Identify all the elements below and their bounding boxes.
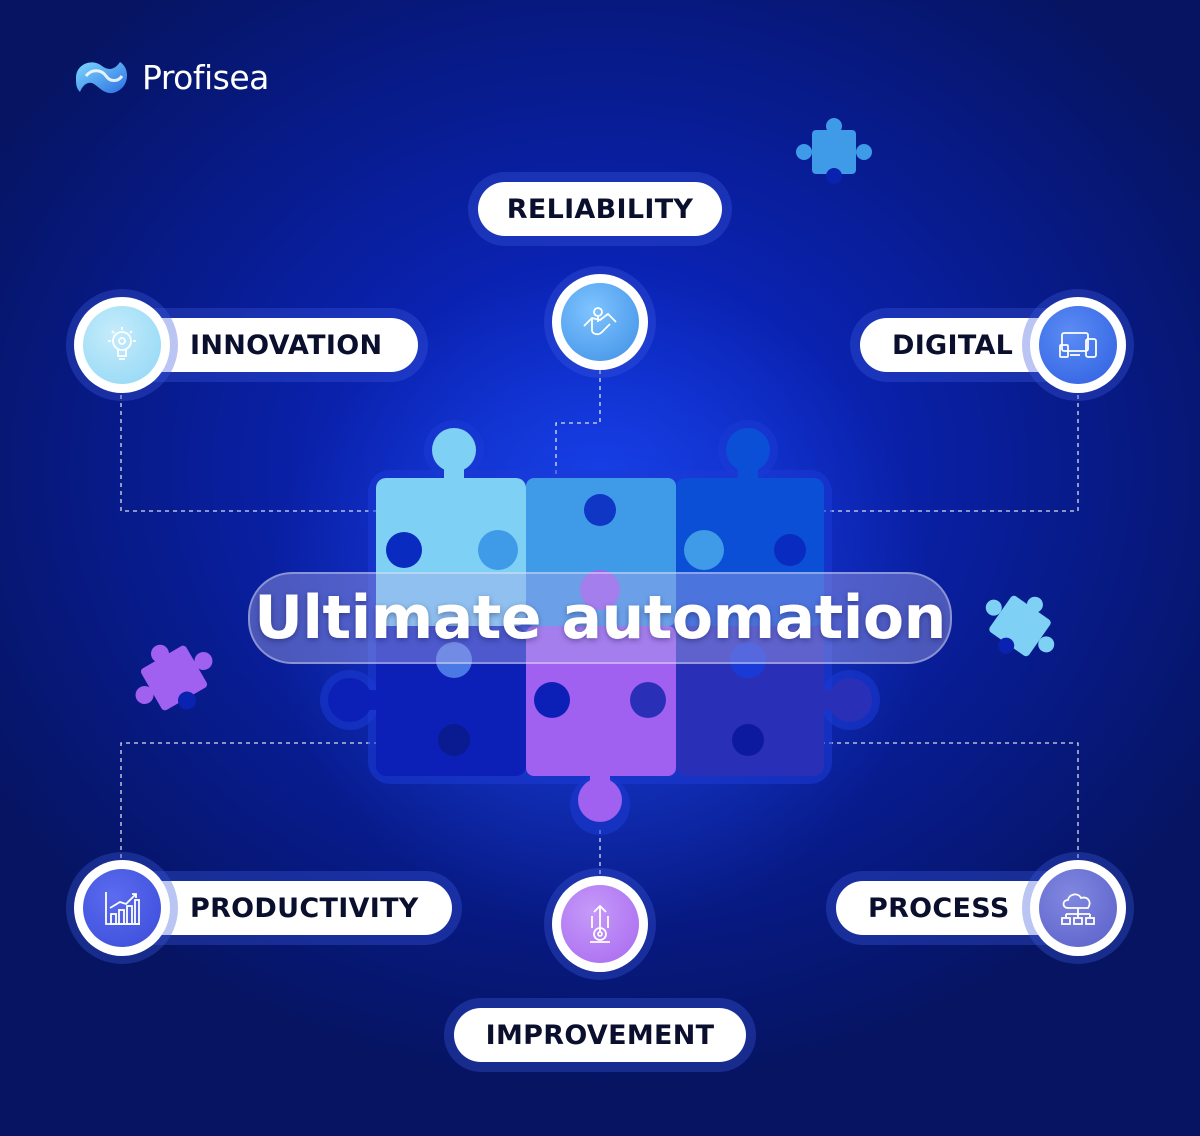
puzzle-piece-indigo (676, 626, 872, 776)
brand-name: Profisea (142, 57, 269, 97)
puzzle-piece-blue (676, 428, 824, 626)
connector-lines (120, 370, 1079, 878)
floating-piece-top (796, 118, 872, 184)
node-productivity (74, 860, 170, 956)
node-improvement (552, 876, 648, 972)
label-process: PROCESS (868, 892, 1010, 924)
floating-piece-right (985, 595, 1055, 657)
node-process (1030, 860, 1126, 956)
central-title: Ultimate automation (248, 572, 952, 664)
label-reliability: RELIABILITY (506, 193, 694, 225)
node-digital (1030, 297, 1126, 393)
pill-improvement: IMPROVEMENT (454, 1008, 746, 1062)
label-improvement: IMPROVEMENT (485, 1019, 715, 1051)
handshake-icon (583, 307, 617, 336)
connector-productivity (120, 742, 376, 858)
pill-productivity: PRODUCTIVITY (122, 881, 452, 935)
growth-chart-icon (105, 892, 140, 925)
pill-reliability: RELIABILITY (478, 182, 722, 236)
floating-piece-left (135, 644, 213, 711)
cloud-network-icon (1061, 893, 1095, 925)
puzzle-piece-purple (526, 570, 676, 822)
pill-innovation: INNOVATION (122, 318, 418, 372)
connector-process (824, 742, 1079, 858)
brand-logo: Profisea (72, 56, 269, 98)
connector-digital (824, 395, 1079, 512)
devices-icon (1059, 332, 1097, 358)
node-reliability (552, 274, 648, 370)
label-productivity: PRODUCTIVITY (190, 892, 419, 924)
connector-innovation (120, 395, 376, 512)
upgrade-arrows-icon (590, 904, 610, 943)
lightbulb-gear-icon (108, 327, 136, 360)
title-text: Ultimate automation (254, 583, 946, 653)
puzzle-piece-light-blue (376, 428, 526, 626)
node-innovation (74, 297, 170, 393)
profisea-wave-icon (76, 62, 128, 94)
label-innovation: INNOVATION (190, 329, 383, 361)
connector-reliability (555, 370, 601, 478)
label-digital: DIGITAL (892, 329, 1014, 361)
puzzle-piece-navy (328, 626, 526, 776)
